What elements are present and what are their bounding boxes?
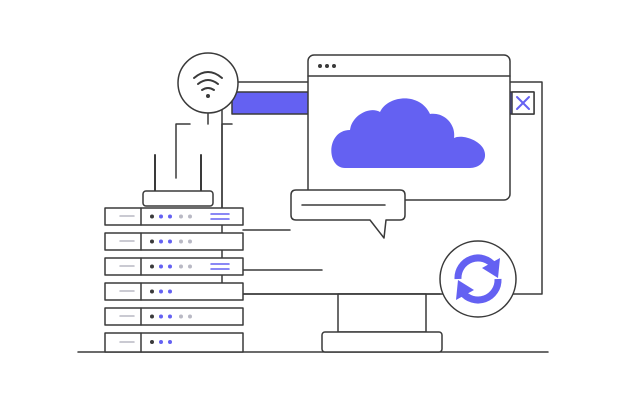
server-unit <box>104 257 244 276</box>
cables <box>242 229 441 295</box>
window-dot <box>318 64 322 68</box>
window-dot <box>332 64 336 68</box>
server-unit <box>104 332 244 353</box>
monitor-base <box>321 331 443 353</box>
server-unit <box>104 207 244 226</box>
wifi-bubble <box>177 52 239 114</box>
monitor-neck <box>337 293 427 333</box>
router-icon <box>142 154 214 207</box>
wifi-icon <box>193 71 223 98</box>
server-unit <box>104 232 244 251</box>
server-unit <box>104 282 244 301</box>
close-icon[interactable] <box>511 91 535 115</box>
server-unit <box>104 307 244 326</box>
window-dot <box>325 64 329 68</box>
cloud-icon <box>331 98 486 168</box>
server-rack-icon <box>104 207 244 353</box>
chat-bubble-icon <box>290 189 406 239</box>
cloud-window <box>307 54 511 201</box>
signal-lines <box>175 112 233 209</box>
sync-icon[interactable] <box>439 240 517 318</box>
